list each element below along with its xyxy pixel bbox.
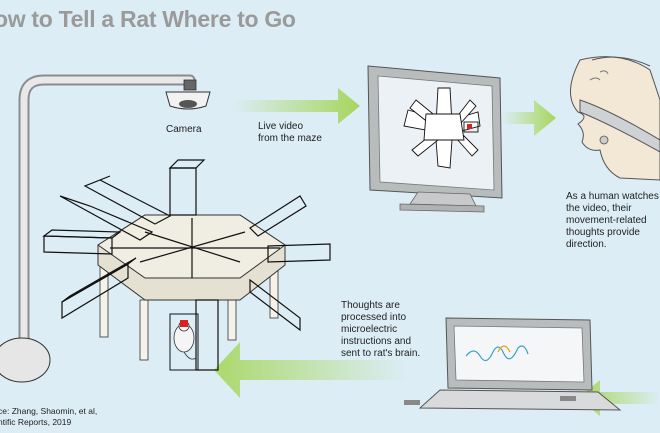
thoughts-label-line: Thoughts are (341, 300, 400, 311)
rat-icon (169, 313, 199, 371)
live-video-label-line: from the maze (258, 133, 322, 144)
thoughts-label-line: sent to rat's brain. (341, 348, 421, 359)
camera-icon (165, 79, 211, 110)
live-video-label-line: Live video (258, 121, 304, 132)
page-title: ow to Tell a Rat Where to Go (0, 6, 296, 32)
live-video-label: Live video from the maze (258, 121, 348, 145)
arrow-icon (214, 342, 408, 398)
human-label-line: As a human watches (566, 191, 659, 202)
human-label-line: movement-related (566, 215, 647, 226)
human-label-line: the video, their (566, 203, 632, 214)
human-head-icon (570, 56, 660, 181)
human-label-line: thoughts provide (566, 227, 640, 238)
thoughts-label-line: instructions and (341, 336, 412, 347)
thoughts-label-line: processed into (341, 312, 407, 323)
arrow-icon (502, 100, 556, 136)
camera-label: Camera (166, 124, 202, 135)
human-label: As a human watches the video, their move… (566, 191, 660, 251)
maze-icon (42, 159, 331, 371)
monitor-icon (367, 65, 503, 213)
laptop-icon (404, 317, 622, 411)
thoughts-label-line: microelectric (341, 324, 398, 335)
thoughts-label: Thoughts are processed into microelectri… (341, 300, 436, 360)
human-label-line: direction. (566, 239, 607, 250)
source-label-line: ntific Reports, 2019 (0, 417, 72, 427)
arrow-icon (232, 88, 360, 124)
camera-stand (0, 74, 196, 383)
source-label: ce: Zhang, Shaomin, et al, ntific Report… (0, 406, 138, 428)
source-label-line: ce: Zhang, Shaomin, et al, (0, 406, 98, 416)
